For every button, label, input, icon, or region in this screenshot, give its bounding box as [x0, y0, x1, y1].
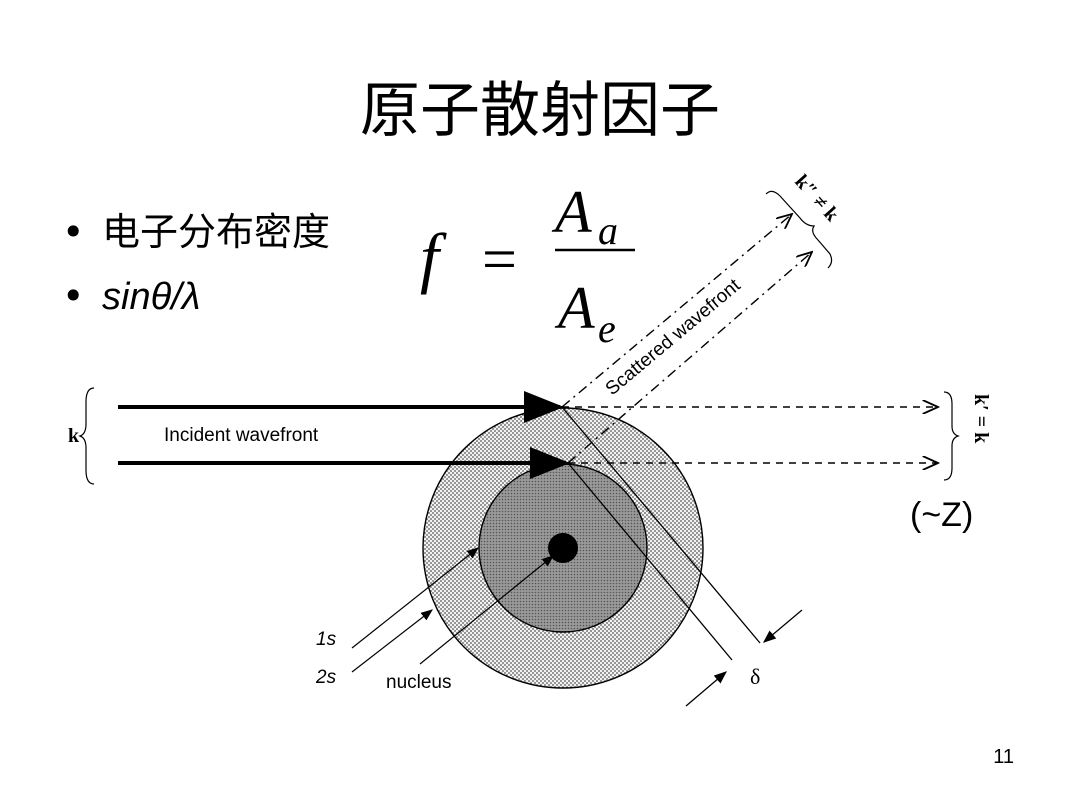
formula-denominator: A [554, 275, 595, 341]
slide-title: 原子散射因子 [360, 76, 720, 146]
shell-2s-pointer [351, 609, 433, 673]
nucleus-label: nucleus [386, 672, 452, 693]
wavefront-perpendicular-1 [561, 406, 761, 644]
bullet-dot-icon: • [62, 210, 85, 254]
formula-equals: = [482, 226, 517, 294]
formula-f: f [420, 219, 447, 295]
bullet-text: 电子分布密度 [102, 210, 331, 254]
nucleus-pointer [419, 555, 554, 665]
delta-arrow-upper [763, 609, 803, 643]
k-double-prime-label: k″ ≠ k [790, 171, 843, 227]
formula-numerator: A [551, 179, 592, 245]
label-1s: 1s [316, 629, 337, 650]
scattered-ray-top [561, 214, 792, 408]
bullet-text: sinθ/λ [102, 276, 201, 318]
z-dependence-note: (~Z) [910, 496, 974, 534]
k-brace [78, 387, 95, 485]
label-2s: 2s [315, 667, 337, 688]
k-prime-brace [943, 391, 960, 481]
atomic-scattering-formula: f = A a A e [420, 179, 635, 351]
delta-arrow-lower [685, 671, 727, 707]
k-label: k [68, 425, 80, 447]
bullet-item: • sinθ/λ [62, 264, 330, 328]
shell-1s-pointer [351, 547, 479, 649]
scattered-wavefront-label: Scattered wavefront [602, 275, 745, 400]
bullet-dot-icon: • [62, 274, 85, 318]
k-prime-label: k′ = k [970, 394, 992, 444]
nucleus-dot [548, 533, 578, 563]
page-number: 11 [993, 746, 1014, 768]
incident-wavefront-label: Incident wavefront [164, 425, 319, 446]
formula-denominator-subscript: e [598, 306, 616, 351]
formula-numerator-subscript: a [598, 208, 618, 253]
bullet-list: • 电子分布密度 • sinθ/λ [62, 200, 330, 328]
scattered-ray-bottom [567, 252, 812, 464]
delta-label: δ [750, 664, 760, 689]
k-double-prime-brace [765, 190, 833, 269]
bullet-item: • 电子分布密度 [62, 200, 330, 264]
wavefront-perpendicular-2 [567, 462, 733, 661]
